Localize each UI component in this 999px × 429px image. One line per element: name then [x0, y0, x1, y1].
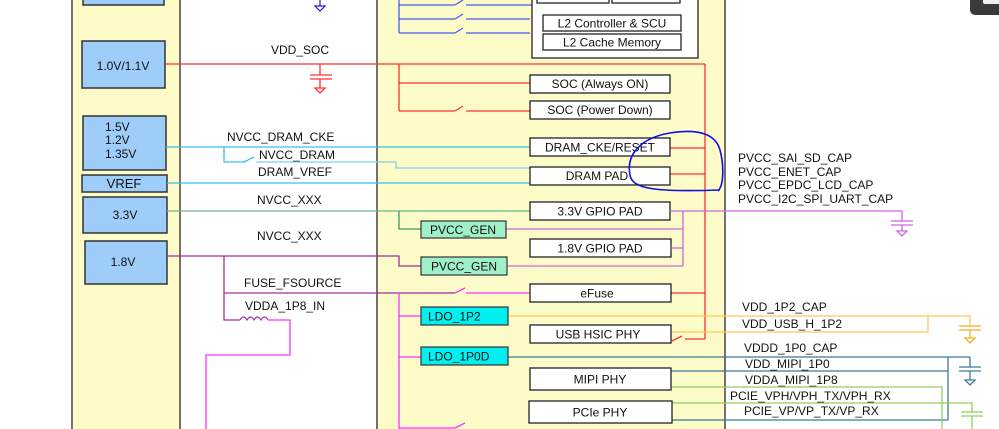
soc-power-down-box [529, 100, 671, 120]
l2-cache-box [542, 33, 682, 51]
dram-pad-label: DRAM PAD [566, 169, 629, 183]
gpio-3v3-pad-label: 3.3V GPIO PAD [557, 205, 642, 219]
source-label-vdd-soc: 1.0V/1.1V [97, 59, 150, 73]
cpu-sub-box-2 [611, 0, 681, 4]
dram-cke-reset-label: DRAM_CKE/RESET [545, 141, 656, 155]
source-label-3v3: 3.3V [113, 208, 138, 222]
ldo-1p0d-label: LDO_1P0D [428, 350, 490, 364]
ldo-1p2-box [420, 306, 509, 326]
net-label-nvcc-dram-cke: NVCC_DRAM_CKE [227, 130, 334, 144]
output-label-pcie-vp: PCIE_VP/VP_TX/VP_RX [744, 404, 879, 418]
pvcc-gen-label-2: PVCC_GEN [431, 260, 497, 274]
source-label-1v8: 1.8V [111, 255, 136, 269]
vdd-soc-net [165, 63, 706, 342]
net-label-nvcc-xxx-1: NVCC_XXX [257, 193, 322, 207]
l2-cache-label: L2 Cache Memory [563, 36, 661, 50]
output-label-vdd-1p2-cap: VDD_1P2_CAP [742, 300, 827, 314]
dram-pad-box [529, 166, 671, 186]
pvcc-gen-label-1: PVCC_GEN [430, 223, 496, 237]
output-label-pvcc-enet: PVCC_ENET_CAP [738, 165, 841, 179]
pvcc-gen-box-1 [420, 220, 507, 239]
output-label-vddd-1p0-cap: VDDD_1P0_CAP [744, 341, 837, 355]
ldo-1p2-label: LDO_1P2 [428, 310, 481, 324]
ground-icon-blue [313, 0, 327, 12]
output-label-vdd-mipi-1p0: VDD_MIPI_1P0 [745, 357, 830, 371]
soc-always-on-label: SOC (Always ON) [552, 77, 649, 91]
gpio-1v8-pad-label: 1.8V GPIO PAD [557, 242, 642, 256]
efuse-box [529, 283, 672, 303]
capacitor-icon-1p0 [959, 366, 981, 386]
source-box-dram [82, 115, 167, 171]
net-label-vdd-soc: VDD_SOC [271, 43, 329, 57]
cpu-sub-box-1 [536, 0, 610, 4]
mipi-phy-box [529, 367, 672, 391]
output-label-vdda-mipi-1p8: VDDA_MIPI_1P8 [745, 373, 838, 387]
dram-nets [166, 146, 530, 184]
floating-toolbar-button[interactable] [983, 0, 999, 4]
usb-hsic-phy-label: USB HSIC PHY [556, 328, 641, 342]
net-label-nvcc-dram: NVCC_DRAM [259, 148, 335, 162]
vddd-1p0-net [508, 356, 971, 421]
usb-hsic-phy-box [529, 324, 672, 344]
output-label-pvcc-epdc-lcd: PVCC_EPDC_LCD_CAP [738, 178, 873, 192]
capacitor-icon-1p2 [959, 325, 981, 344]
net-label-dram-vref: DRAM_VREF [258, 165, 332, 179]
output-label-vdd-usb-h-1p2: VDD_USB_H_1P2 [742, 317, 842, 331]
net-label-fuse-fsource: FUSE_FSOURCE [244, 276, 341, 290]
source-box-3v3 [82, 196, 168, 234]
l2-controller-box [542, 14, 682, 32]
net-label-vdda-1p8-in: VDDA_1P8_IN [245, 299, 325, 313]
annotation-circle [628, 130, 724, 192]
output-label-pvcc-i2c-spi-uart: PVCC_I2C_SPI_UART_CAP [738, 192, 893, 206]
gpio-3v3-net [167, 210, 530, 230]
pvcc-net [506, 210, 903, 267]
soc-always-on-box [529, 74, 671, 94]
output-label-pcie-vph: PCIE_VPH/VPH_TX/VPH_RX [730, 389, 891, 403]
vdd-1p2-net [508, 315, 971, 333]
source-label-1p2v: 1.2V [105, 133, 130, 147]
soc-power-down-label: SOC (Power Down) [547, 103, 652, 117]
source-label-vref: VREF [107, 176, 142, 191]
source-box-1v8 [84, 240, 168, 285]
source-box-top [82, 0, 165, 6]
mipi-phy-label: MIPI PHY [574, 373, 627, 387]
capacitor-icon-pvcc [891, 220, 913, 237]
ldo-1p0d-box [420, 346, 509, 366]
phy-1p8-net [671, 386, 983, 429]
efuse-label: eFuse [580, 287, 614, 301]
capacitor-icon-vdd-soc [310, 64, 332, 94]
magenta-net [205, 292, 530, 429]
v18-net [167, 255, 466, 321]
source-label-1p35v: 1.35V [105, 147, 136, 161]
inductor-icon [239, 316, 269, 322]
source-label-1p5v: 1.5V [105, 120, 130, 134]
net-label-nvcc-xxx-2: NVCC_XXX [257, 229, 322, 243]
pcie-phy-box [528, 400, 673, 424]
pcie-phy-label: PCIe PHY [573, 406, 628, 420]
pvcc-gen-box-2 [420, 256, 508, 276]
output-label-pvcc-sai-sd: PVCC_SAI_SD_CAP [738, 151, 852, 165]
l2-controller-label: L2 Controller & SCU [558, 17, 667, 31]
source-box-vdd-soc [81, 40, 166, 89]
